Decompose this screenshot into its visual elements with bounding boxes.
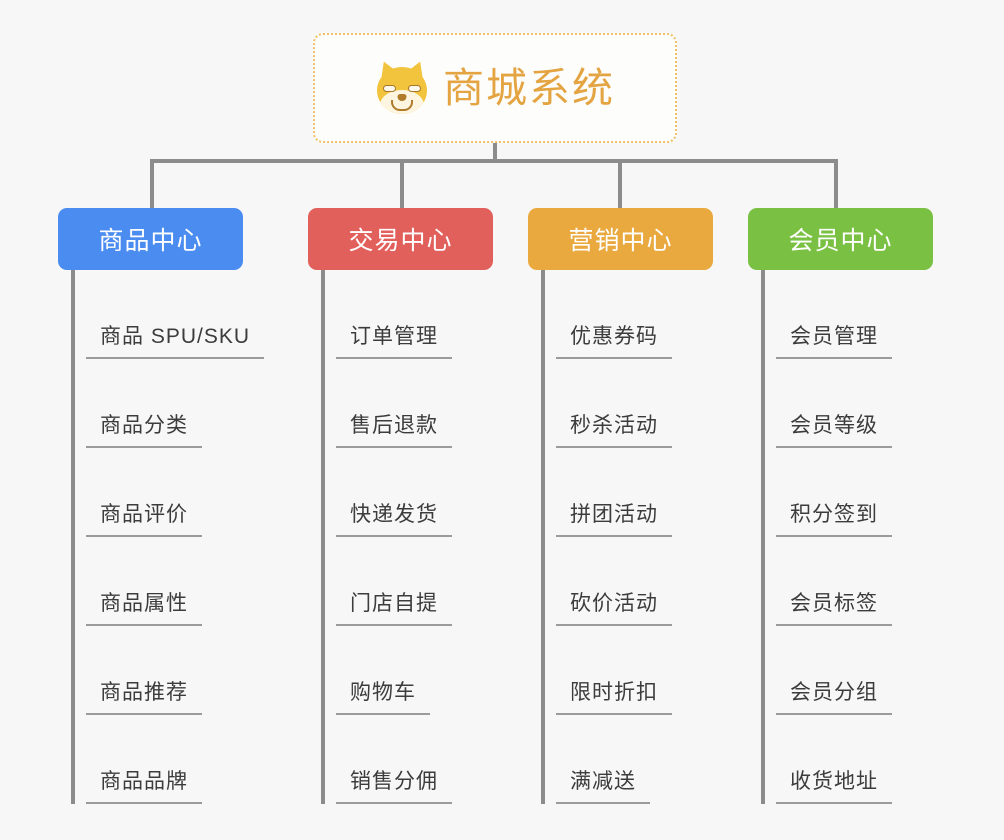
branch-header-3[interactable]: 营销中心 [528,208,713,270]
dog-nose-icon [397,94,407,101]
branch-header-label-1: 商品中心 [98,227,203,255]
leaf-item[interactable]: 商品评价 [86,448,264,537]
root-node[interactable]: 商城系统 [313,33,677,143]
leaf-item[interactable]: 优惠券码 [556,270,713,359]
branch-header-label-3: 营销中心 [568,227,673,255]
branch-column-3: 营销中心 优惠券码 秒杀活动 拼团活动 砍价活动 限时折扣 满减送 [528,208,713,804]
branch-header-label-4: 会员中心 [788,227,893,255]
leaf-label: 销售分佣 [336,765,452,804]
leaf-item[interactable]: 砍价活动 [556,537,713,626]
leaf-item[interactable]: 会员分组 [776,626,933,715]
leaf-list-1: 商品 SPU/SKU 商品分类 商品评价 商品属性 商品推荐 商品品牌 [71,270,265,804]
leaf-label: 优惠券码 [556,320,672,359]
leaf-item[interactable]: 会员标签 [776,537,933,626]
connector-drop-4 [834,159,838,209]
leaf-item[interactable]: 销售分佣 [336,715,493,804]
leaf-list-2: 订单管理 售后退款 快递发货 门店自提 购物车 销售分佣 [321,270,493,804]
leaf-label: 售后退款 [336,409,452,448]
branch-header-1[interactable]: 商品中心 [58,208,243,270]
leaf-label: 会员分组 [776,676,892,715]
leaf-item[interactable]: 收货地址 [776,715,933,804]
leaf-label: 购物车 [336,676,430,715]
leaf-list-4: 会员管理 会员等级 积分签到 会员标签 会员分组 收货地址 [761,270,933,804]
leaf-list-3: 优惠券码 秒杀活动 拼团活动 砍价活动 限时折扣 满减送 [541,270,713,804]
leaf-label: 限时折扣 [556,676,672,715]
leaf-item[interactable]: 商品品牌 [86,715,264,804]
leaf-label: 门店自提 [336,587,452,626]
leaf-item[interactable]: 售后退款 [336,359,493,448]
branch-column-1: 商品中心 商品 SPU/SKU 商品分类 商品评价 商品属性 商品推荐 商品品牌 [58,208,265,804]
leaf-label: 满减送 [556,765,650,804]
dog-mouth-icon [391,100,413,111]
leaf-label: 商品属性 [86,587,202,626]
branch-header-2[interactable]: 交易中心 [308,208,493,270]
leaf-label: 订单管理 [336,320,452,359]
leaf-item[interactable]: 门店自提 [336,537,493,626]
dog-eye-right-icon [408,85,421,92]
dog-head-icon [377,67,427,114]
leaf-label: 会员等级 [776,409,892,448]
leaf-label: 商品评价 [86,498,202,537]
leaf-item[interactable]: 购物车 [336,626,493,715]
leaf-label: 会员标签 [776,587,892,626]
dog-face-icon [374,57,430,115]
leaf-label: 商品品牌 [86,765,202,804]
connector-drop-3 [618,159,622,209]
connector-root-stem [493,143,497,163]
leaf-item[interactable]: 会员等级 [776,359,933,448]
branch-header-4[interactable]: 会员中心 [748,208,933,270]
leaf-label: 砍价活动 [556,587,672,626]
leaf-item[interactable]: 订单管理 [336,270,493,359]
leaf-label: 快递发货 [336,498,452,537]
leaf-item[interactable]: 积分签到 [776,448,933,537]
leaf-item[interactable]: 满减送 [556,715,713,804]
dog-eye-left-icon [383,85,396,92]
branch-column-2: 交易中心 订单管理 售后退款 快递发货 门店自提 购物车 销售分佣 [308,208,493,804]
connector-drop-1 [150,159,154,209]
leaf-item[interactable]: 会员管理 [776,270,933,359]
leaf-item[interactable]: 拼团活动 [556,448,713,537]
connector-bus [150,159,838,163]
leaf-label: 商品分类 [86,409,202,448]
leaf-label: 商品 SPU/SKU [86,320,265,359]
leaf-label: 商品推荐 [86,676,202,715]
leaf-item[interactable]: 限时折扣 [556,626,713,715]
leaf-item[interactable]: 商品推荐 [86,626,264,715]
leaf-label: 会员管理 [776,320,892,359]
leaf-item[interactable]: 快递发货 [336,448,493,537]
branch-column-4: 会员中心 会员管理 会员等级 积分签到 会员标签 会员分组 收货地址 [748,208,933,804]
leaf-label: 收货地址 [776,765,892,804]
leaf-item[interactable]: 商品分类 [86,359,264,448]
connector-drop-2 [400,159,404,209]
leaf-label: 秒杀活动 [556,409,672,448]
leaf-label: 积分签到 [776,498,892,537]
leaf-label: 拼团活动 [556,498,672,537]
leaf-item[interactable]: 秒杀活动 [556,359,713,448]
leaf-item[interactable]: 商品属性 [86,537,264,626]
leaf-item[interactable]: 商品 SPU/SKU [86,270,265,359]
root-title: 商城系统 [443,64,615,111]
branch-header-label-2: 交易中心 [348,227,453,255]
